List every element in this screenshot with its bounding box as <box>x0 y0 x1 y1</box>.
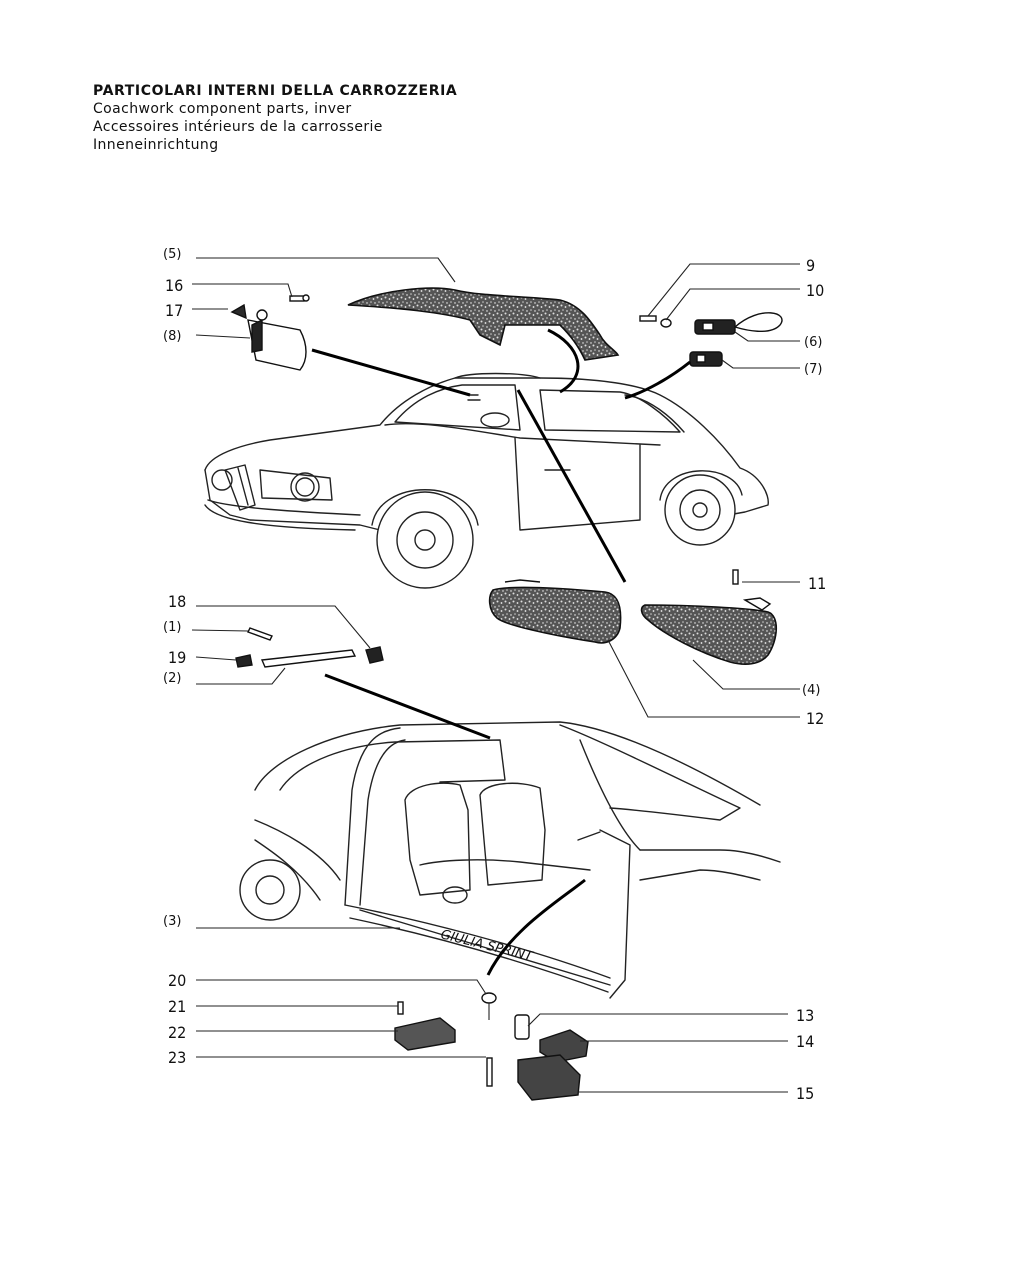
label-4: (4) <box>802 683 820 698</box>
light-washer-10 <box>660 318 672 328</box>
leader-lines <box>191 257 800 1093</box>
label-19: 19 <box>168 648 186 667</box>
label-13: 13 <box>796 1006 814 1025</box>
title-german: Inneneinrichtung <box>93 137 219 153</box>
armrest-22 <box>394 1017 456 1051</box>
label-5: (5) <box>163 247 181 262</box>
label-15: 15 <box>796 1084 814 1103</box>
mirror-bracket-17 <box>230 303 247 320</box>
pillar-13 <box>514 1014 530 1040</box>
title-french: Accessoires intérieurs de la carrosserie <box>93 119 383 135</box>
label-2: (2) <box>163 671 181 686</box>
rearview-mirror-part <box>247 309 307 371</box>
ashtray-14 <box>539 1029 589 1063</box>
light-screw-9 <box>639 315 657 322</box>
courtesy-light-assembly <box>689 312 783 367</box>
part-labels: (5) 16 17 (8) 9 10 (6) (7) 18 (1) 19 (2)… <box>163 247 826 1103</box>
label-8: (8) <box>163 329 181 344</box>
door-switch-20 <box>481 992 497 1020</box>
label-11: 11 <box>808 574 826 593</box>
label-23: 23 <box>168 1048 186 1067</box>
label-20: 20 <box>168 971 186 990</box>
label-22: 22 <box>168 1023 186 1042</box>
label-21: 21 <box>168 997 186 1016</box>
base-15 <box>517 1054 581 1101</box>
label-6: (6) <box>804 335 822 350</box>
sun-visor-right <box>640 597 778 665</box>
mirror-screw-16 <box>289 294 310 302</box>
label-17: 17 <box>165 301 183 320</box>
screw-21 <box>397 1001 404 1015</box>
label-12: 12 <box>806 709 824 728</box>
label-10: 10 <box>806 281 824 300</box>
label-3: (3) <box>163 914 181 929</box>
page-header: PARTICOLARI INTERNI DELLA CARROZZERIA Co… <box>93 82 457 154</box>
grab-handle-part <box>235 627 384 668</box>
pointer-arrows <box>311 328 691 976</box>
title-english: Coachwork component parts, inver <box>93 101 352 117</box>
headliner-part <box>347 287 620 361</box>
car-interior-illustration <box>239 721 781 999</box>
visor-screw-11 <box>732 569 739 585</box>
label-18: 18 <box>168 592 186 611</box>
bolt-23 <box>486 1057 493 1087</box>
title-italian: PARTICOLARI INTERNI DELLA CARROZZERIA <box>93 83 458 99</box>
sun-visor-left <box>488 579 622 644</box>
label-16: 16 <box>165 276 183 295</box>
label-14: 14 <box>796 1032 814 1051</box>
label-7: (7) <box>804 362 822 377</box>
label-9: 9 <box>806 256 815 275</box>
car-exterior-illustration <box>204 372 769 589</box>
label-1: (1) <box>163 620 181 635</box>
